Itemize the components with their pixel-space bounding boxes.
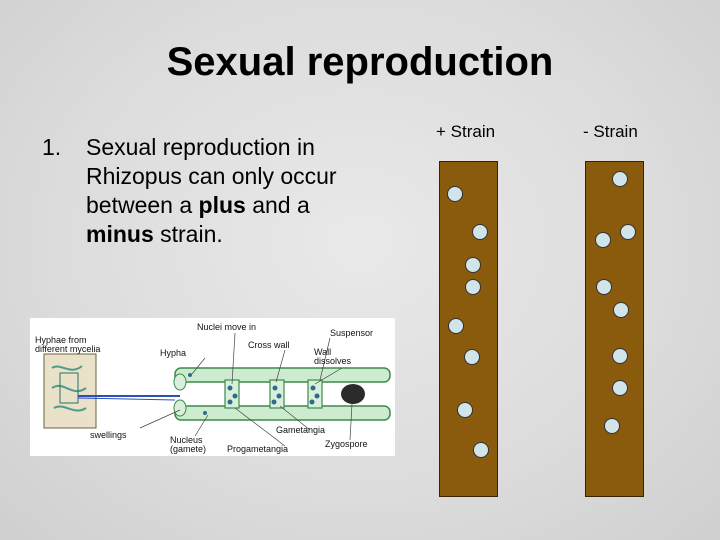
label-suspensor: Suspensor [330,328,374,338]
minus-nucleus [612,171,628,187]
plus-strain-label: + Strain [436,122,496,141]
label-nuclei: Nuclei move in [197,322,257,332]
minus-nucleus [595,232,611,248]
plus-nucleus [448,318,464,334]
slide-title: Sexual reproduction [166,40,554,84]
bullet-plus: plus [198,192,246,218]
minus-strain-bar [585,161,644,497]
minus-strain-label: - Strain [583,122,638,141]
minus-nucleus [596,279,612,295]
plus-strain-bar [439,161,498,497]
label-progametangia: Progametangia [227,444,289,454]
bullet-text-1: Sexual reproduction in Rhizopus can only… [86,134,337,218]
bullet-text: Sexual reproduction in Rhizopus can only… [86,133,372,249]
minus-nucleus [604,418,620,434]
plus-nucleus [472,224,488,240]
rhizopus-diagram-drawing [43,332,391,447]
plus-nucleus [465,279,481,295]
bullet-text-3: strain. [153,221,223,247]
plus-nucleus [473,442,489,458]
label-wall-dissolves: Wall dissolves [314,347,352,366]
bullet-item: 1. Sexual reproduction in Rhizopus can o… [42,133,372,249]
minus-nucleus [612,380,628,396]
label-cross-wall: Cross wall [248,340,290,350]
label-swellings: swellings [90,430,127,440]
label-zygospore: Zygospore [325,439,368,449]
bullet-text-2: and a [245,192,310,218]
plus-nucleus [464,349,480,365]
bullet-number: 1. [42,134,62,160]
minus-nucleus [612,348,628,364]
rhizopus-diagram: Hyphae from different mycelia Nuclei mov… [30,318,395,456]
label-nucleus: Nucleus (gamete) [170,435,207,454]
label-hyphae: Hyphae from different mycelia [35,335,101,354]
plus-nucleus [465,257,481,273]
plus-nucleus [447,186,463,202]
plus-nucleus [457,402,473,418]
label-gametangia: Gametangia [276,425,326,435]
label-hypha: Hypha [160,348,187,358]
bullet-minus: minus [86,221,154,247]
minus-nucleus [620,224,636,240]
minus-nucleus [613,302,629,318]
